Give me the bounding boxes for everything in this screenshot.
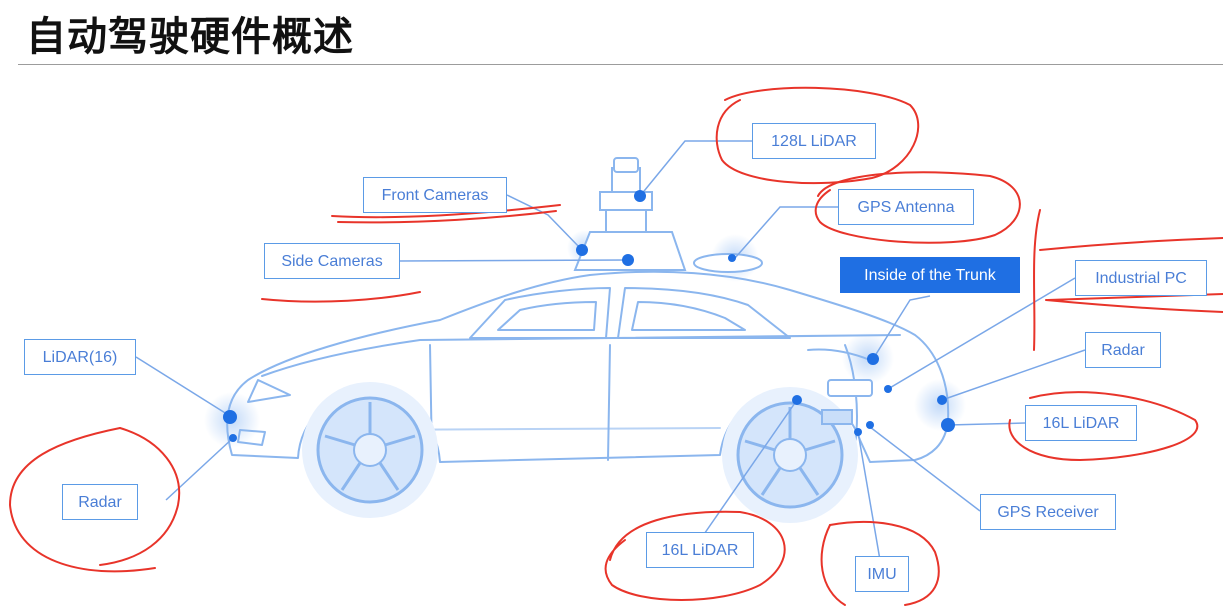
label-16l-lidar-bottom: 16L LiDAR — [646, 532, 754, 568]
label-inside-trunk: Inside of the Trunk — [840, 257, 1020, 293]
label-radar-rear: Radar — [1085, 332, 1161, 368]
label-radar-front: Radar — [62, 484, 138, 520]
rear-wheel — [722, 387, 858, 523]
red-annotations — [8, 86, 1223, 606]
front-wheel — [302, 382, 438, 518]
label-industrial-pc: Industrial PC — [1075, 260, 1207, 296]
label-gps-receiver: GPS Receiver — [980, 494, 1116, 530]
label-16l-lidar-rear: 16L LiDAR — [1025, 405, 1137, 441]
title-divider — [18, 64, 1223, 65]
label-128l-lidar: 128L LiDAR — [752, 123, 876, 159]
leader-lines — [135, 140, 1086, 561]
page-title: 自动驾驶硬件概述 — [26, 14, 354, 60]
label-gps-antenna: GPS Antenna — [838, 189, 974, 225]
label-front-cameras: Front Cameras — [363, 177, 507, 213]
sensor-dots — [223, 190, 955, 442]
label-lidar-16: LiDAR(16) — [24, 339, 136, 375]
trunk-equipment — [821, 379, 873, 425]
label-side-cameras: Side Cameras — [264, 243, 400, 279]
label-imu: IMU — [855, 556, 909, 592]
